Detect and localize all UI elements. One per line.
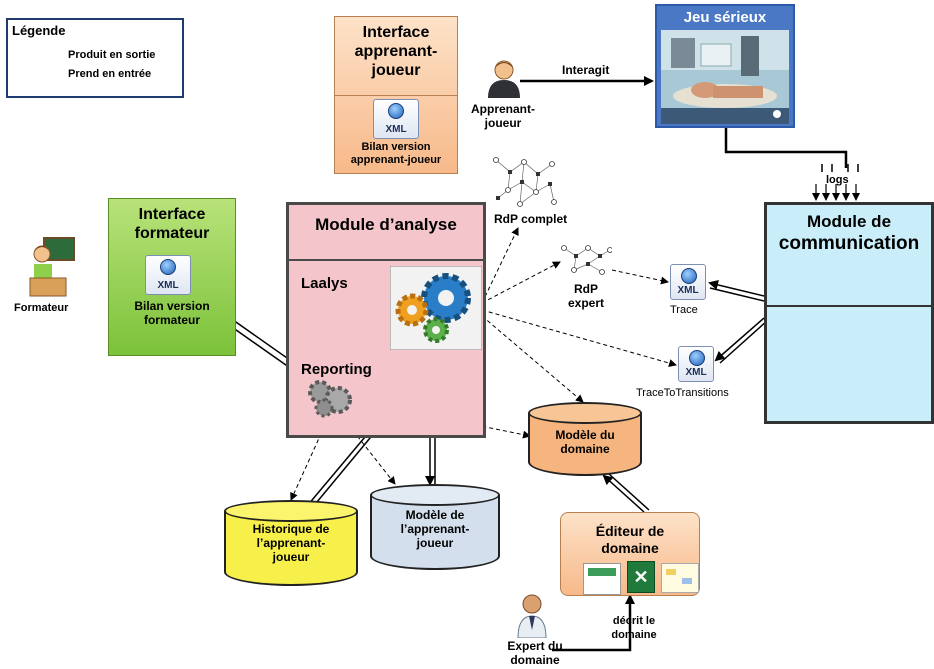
expert-to-editor-line xyxy=(552,594,635,652)
trace-to-transitions-label: TraceToTransitions xyxy=(636,387,729,399)
diagram-editor-icon xyxy=(661,563,699,593)
describes-domain-label-2: domaine xyxy=(611,629,657,641)
trainer-interface-title-1: Interface xyxy=(138,206,206,223)
learner-history-cylinder: Historique de l’apprenant- joueur xyxy=(224,500,358,586)
trainer-report-xml-icon: XML xyxy=(145,255,191,295)
learner-interface-box: Interface apprenant- joueur XML Bilan ve… xyxy=(334,16,458,174)
domain-editor-label-2: domaine xyxy=(601,540,659,556)
learner-model-label-2: l’apprenant- xyxy=(400,522,470,536)
legend-output-label: Produit en sortie xyxy=(68,49,156,61)
domain-model-label-2: domaine xyxy=(560,442,610,456)
legend: Légende Produit en sortie Prend en entré… xyxy=(6,18,184,98)
learner-report-label-2: apprenant-joueur xyxy=(350,154,442,166)
reporting-gears-icon xyxy=(308,380,352,418)
legend-input-label: Prend en entrée xyxy=(68,68,152,80)
learner-player-label-2: joueur xyxy=(484,116,522,130)
serious-game-screenshot xyxy=(661,30,789,124)
game-to-logs-line xyxy=(724,128,848,168)
analysis-module-title: Module d’analyse xyxy=(315,215,457,234)
serious-game-box: Jeu sérieux xyxy=(655,4,795,128)
describes-domain-label-1: décrit le xyxy=(612,615,656,627)
domain-model-cylinder: Modèle du domaine xyxy=(528,402,642,476)
trainer-report-label-2: formateur xyxy=(143,313,200,327)
trainer-icon xyxy=(29,237,75,297)
logs-arrows xyxy=(812,184,860,201)
complete-petri-net-icon xyxy=(493,157,557,207)
interacts-label: Interagit xyxy=(562,63,610,77)
trace-label: Trace xyxy=(670,304,698,316)
domain-model-label-1: Modèle du xyxy=(555,428,615,442)
serious-game-title: Jeu sérieux xyxy=(683,9,767,26)
learner-history-label-2: l’apprenant- xyxy=(256,536,326,550)
complete-petri-net-label: RdP complet xyxy=(494,212,568,226)
trainer-report-label-1: Bilan version xyxy=(134,299,210,313)
learner-report-label-1: Bilan version xyxy=(361,141,431,153)
learner-player-label-1: Apprenant- xyxy=(471,102,535,116)
expert-petri-net-label-1: RdP xyxy=(574,282,598,296)
reporting-label: Reporting xyxy=(301,361,372,378)
trainer-interface-title-2: formateur xyxy=(134,225,210,242)
learner-player-icon xyxy=(488,60,520,98)
communication-module-box: Module de communication xyxy=(764,202,934,424)
domain-editor-box: Éditeur de domaine ✕ xyxy=(560,512,700,596)
expert-petri-net-icon xyxy=(561,245,612,275)
learner-history-label-1: Historique de xyxy=(252,522,330,536)
laalys-label: Laalys xyxy=(301,275,348,292)
trace-to-transitions-xml-icon: XML xyxy=(678,346,714,382)
learner-model-cylinder: Modèle de l’apprenant- joueur xyxy=(370,484,500,570)
spreadsheet-icon: ✕ xyxy=(627,561,655,593)
learner-interface-title-3: joueur xyxy=(371,62,421,79)
cmap-tools-icon xyxy=(583,563,621,595)
domain-editor-label-1: Éditeur de xyxy=(595,523,665,539)
learner-model-label-1: Modèle de xyxy=(405,508,465,522)
learner-report-xml-icon: XML xyxy=(373,99,419,139)
trainer-interface-box: Interface formateur XML Bilan version fo… xyxy=(108,198,236,356)
laalys-gears-icon xyxy=(390,266,482,350)
communication-module-title-1: Module de xyxy=(806,212,892,231)
learner-interface-title-1: Interface xyxy=(362,24,430,41)
expert-petri-net-label-2: expert xyxy=(567,296,605,310)
trace-xml-icon: XML xyxy=(670,264,706,300)
communication-module-title-2: communication xyxy=(778,233,920,254)
domain-expert-label-1: Expert du xyxy=(507,639,563,653)
trainer-label: Formateur xyxy=(14,302,69,314)
legend-title: Légende xyxy=(12,23,66,38)
logs-label: logs xyxy=(826,174,849,186)
domain-expert-icon xyxy=(517,594,547,638)
domain-expert-label-2: domaine xyxy=(510,653,560,667)
learner-history-label-3: joueur xyxy=(272,550,310,564)
learner-interface-title-2: apprenant- xyxy=(354,43,438,60)
learner-model-label-3: joueur xyxy=(416,536,454,550)
